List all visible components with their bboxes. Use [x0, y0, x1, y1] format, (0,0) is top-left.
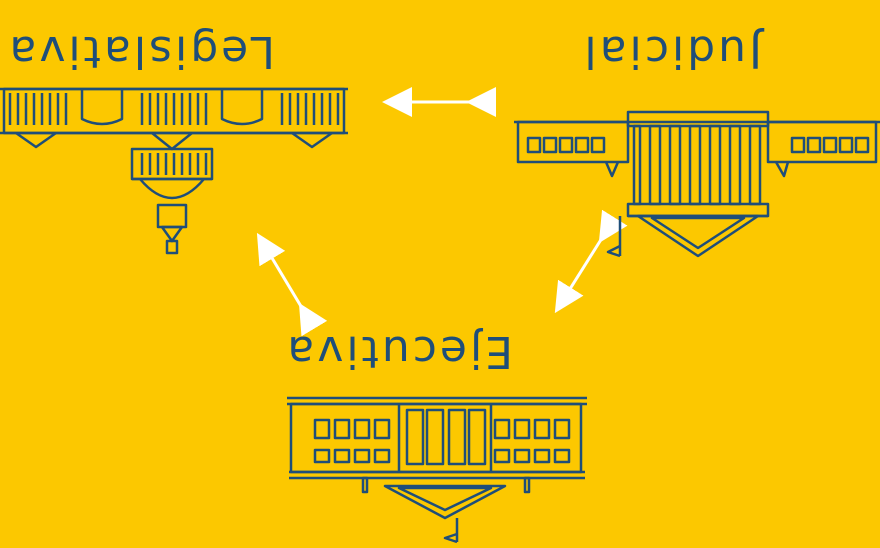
arrow-legislative-executive — [256, 232, 328, 337]
white-house-building-icon — [287, 396, 587, 544]
supreme-court-building-icon — [514, 110, 880, 258]
arrow-judicial-executive — [554, 209, 628, 314]
capitol-building-icon — [0, 87, 348, 255]
